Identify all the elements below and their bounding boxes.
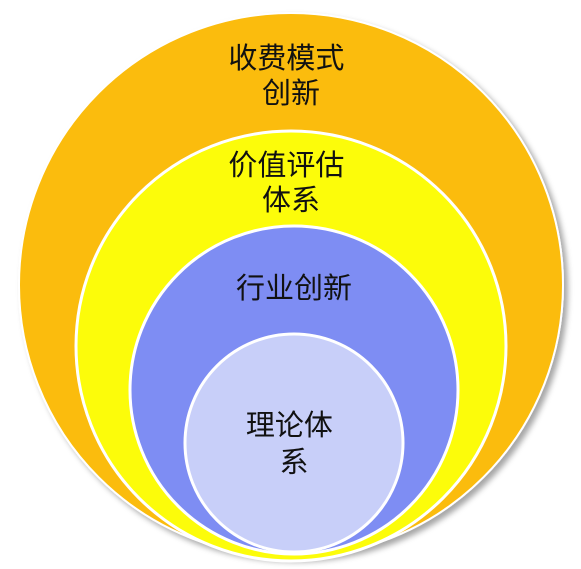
core-circle-group: 理论体 系 bbox=[183, 332, 405, 554]
second-circle-label-line-1: 价值评估 bbox=[228, 148, 344, 182]
core-circle-label-line-2: 系 bbox=[279, 445, 308, 479]
third-circle-label-line-1: 行业创新 bbox=[236, 271, 352, 305]
second-circle-label: 价值评估 体系 bbox=[228, 148, 353, 217]
second-circle-label-line-2: 体系 bbox=[262, 183, 320, 217]
core-circle-label-line-1: 理论体 bbox=[246, 408, 333, 442]
outer-circle-label-line-2: 创新 bbox=[262, 76, 320, 110]
core-circle-label: 理论体 系 bbox=[246, 408, 342, 479]
outer-circle-label: 收费模式 创新 bbox=[228, 41, 353, 110]
core-circle bbox=[183, 332, 405, 554]
outer-circle-label-line-1: 收费模式 bbox=[228, 41, 344, 75]
third-circle-label: 行业创新 bbox=[236, 271, 352, 305]
